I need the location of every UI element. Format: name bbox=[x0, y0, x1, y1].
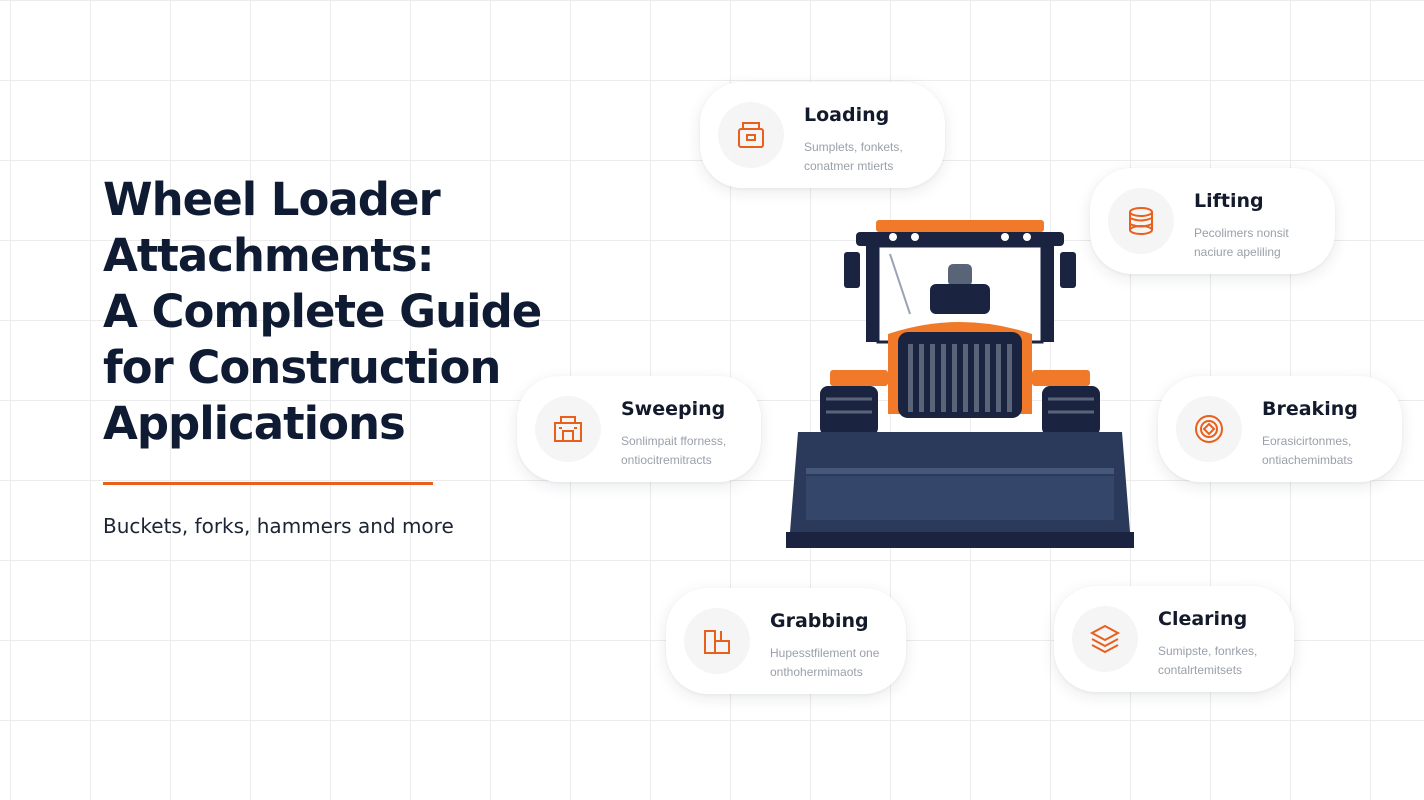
subtitle: Buckets, forks, hammers and more bbox=[103, 514, 454, 538]
target-icon bbox=[1195, 415, 1223, 443]
box-icon bbox=[738, 122, 764, 148]
card-title: Clearing bbox=[1158, 608, 1248, 630]
card-description: Sonlimpait fforness,ontiocitremitracts bbox=[621, 434, 727, 467]
card-sweeping[interactable]: Sweeping Sonlimpait fforness,ontiocitrem… bbox=[517, 376, 761, 482]
card-title: Loading bbox=[804, 104, 890, 126]
blocks-icon bbox=[704, 630, 730, 654]
title-line: Applications bbox=[103, 397, 406, 450]
icon-circle bbox=[1108, 188, 1174, 254]
title-line: Attachments: bbox=[103, 229, 435, 282]
card-title: Sweeping bbox=[621, 398, 726, 420]
card-description: Eorasicirtonmes,ontiachemimbats bbox=[1262, 434, 1353, 467]
title-line: A Complete Guide bbox=[103, 285, 542, 338]
card-clearing[interactable]: Clearing Sumipste, fonrkes,contalrtemits… bbox=[1054, 586, 1294, 692]
card-title: Grabbing bbox=[770, 610, 869, 632]
icon-circle bbox=[535, 396, 601, 462]
card-description: Sumipste, fonrkes,contalrtemitsets bbox=[1158, 644, 1258, 677]
icon-circle bbox=[1072, 606, 1138, 672]
page-title: Wheel Loader Attachments: A Complete Gui… bbox=[103, 172, 623, 452]
card-title: Lifting bbox=[1194, 190, 1264, 212]
card-description: Sumplets, fonkets,conatmer mtierts bbox=[804, 140, 903, 173]
card-loading[interactable]: Loading Sumplets, fonkets,conatmer mtier… bbox=[700, 82, 945, 188]
card-breaking[interactable]: Breaking Eorasicirtonmes,ontiachemimbats bbox=[1158, 376, 1402, 482]
title-line: Wheel Loader bbox=[103, 173, 441, 226]
icon-circle bbox=[684, 608, 750, 674]
card-title: Breaking bbox=[1262, 398, 1358, 420]
title-divider bbox=[103, 482, 433, 485]
building-icon bbox=[554, 416, 582, 442]
icon-circle bbox=[718, 102, 784, 168]
icon-circle bbox=[1176, 396, 1242, 462]
layers-icon bbox=[1089, 624, 1121, 654]
coil-icon bbox=[1129, 207, 1153, 235]
title-line: for Construction bbox=[103, 341, 501, 394]
wheel-loader-illustration bbox=[786, 220, 1134, 548]
